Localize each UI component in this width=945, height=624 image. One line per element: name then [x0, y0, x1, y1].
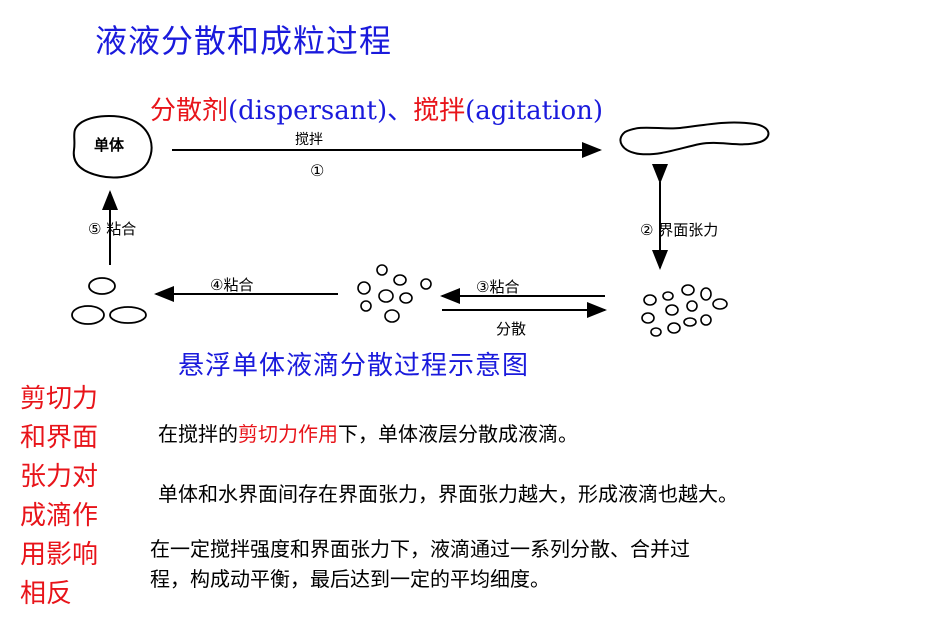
text-line-2: 单体和水界面间存在界面张力，界面张力越大，形成液滴也越大。 [158, 478, 738, 507]
side-note-line: 用影响 [20, 536, 120, 575]
diagram-caption: 悬浮单体液滴分散过程示意图 [178, 345, 529, 382]
text-line-3: 在一定搅拌强度和界面张力下，液滴通过一系列分散、合并过 程，构成动平衡，最后达到… [150, 534, 690, 594]
step3-label: ③粘合 [476, 278, 519, 296]
line1-pre: 在搅拌的 [158, 422, 238, 446]
line3-part: 程，构成动平衡，最后达到一定的平均细度。 [150, 564, 690, 594]
line3-part: 在一定搅拌强度和界面张力下，液滴通过一系列分散、合并过 [150, 534, 690, 564]
side-note: 剪切力 和界面 张力对 成滴作 用影响 相反 [20, 380, 120, 614]
monomer-label: 单体 [94, 136, 125, 154]
line1-post: 下，单体液层分散成液滴。 [338, 422, 578, 446]
side-note-line: 成滴作 [20, 497, 120, 536]
step5-label: ⑤ 粘合 [88, 220, 136, 238]
elongated-layer [620, 123, 768, 155]
side-note-line: 和界面 [20, 419, 120, 458]
line1-highlight: 剪切力作用 [238, 422, 338, 446]
slide-title: 液液分散和成粒过程 [95, 16, 392, 62]
step1-label: 搅拌 [295, 132, 323, 148]
step2-label: ② 界面张力 [640, 221, 718, 239]
dispersion-diagram: 单体 搅拌 ① ② 界面张力 ③粘合 分散 ④粘合 [60, 110, 780, 350]
large-droplets-left [72, 278, 146, 324]
side-note-line: 相反 [20, 575, 120, 614]
text-line-1: 在搅拌的剪切力作用下，单体液层分散成液滴。 [158, 418, 578, 447]
medium-droplets-middle [358, 265, 431, 322]
step1-number: ① [310, 161, 324, 180]
side-note-line: 剪切力 [20, 380, 120, 419]
step4-label: ④粘合 [210, 276, 253, 294]
side-note-line: 张力对 [20, 458, 120, 497]
small-droplets-right [642, 285, 727, 336]
step3-sub-label: 分散 [496, 320, 526, 338]
